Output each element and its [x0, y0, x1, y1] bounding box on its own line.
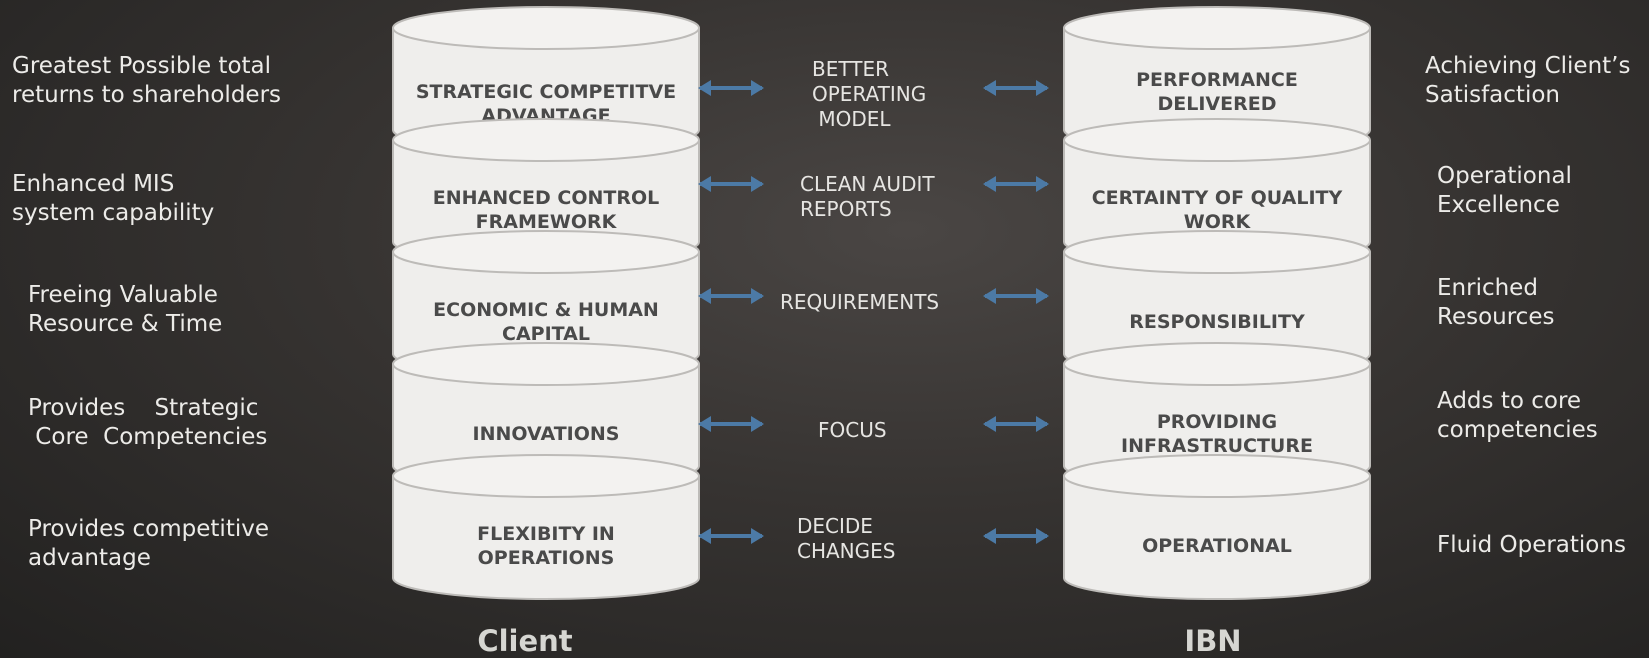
ibn-stack: PERFORMANCE DELIVERED CERTAINTY OF QUALI… — [1063, 6, 1371, 606]
ibn-layer-label: PERFORMANCE DELIVERED — [1136, 69, 1298, 115]
double-arrow-icon — [983, 528, 1049, 544]
client-footer-label: Client — [477, 624, 573, 658]
disk-shape — [1063, 6, 1371, 152]
right-note-4: Adds to core competencies — [1437, 388, 1598, 443]
right-note-3: Enriched Resources — [1437, 275, 1555, 330]
right-note-5: Fluid Operations — [1437, 532, 1626, 558]
double-arrow-icon — [698, 288, 764, 304]
double-arrow-icon — [983, 176, 1049, 192]
disk-shape — [1063, 342, 1371, 488]
middle-link-2: CLEAN AUDIT REPORTS — [800, 172, 935, 221]
left-note-2: Enhanced MIS system capability — [12, 171, 215, 226]
ibn-layer-label: OPERATIONAL — [1142, 535, 1292, 557]
client-layer-label: INNOVATIONS — [472, 423, 620, 445]
double-arrow-icon — [698, 176, 764, 192]
client-stack: STRATEGIC COMPETITVE ADVANTAGE ENHANCED … — [392, 6, 700, 606]
ibn-layer-5: OPERATIONAL — [1063, 454, 1371, 600]
ibn-layer-label: CERTAINTY OF QUALITY WORK — [1091, 187, 1343, 233]
client-layer-label: ENHANCED CONTROL FRAMEWORK — [432, 187, 660, 233]
client-layer-3: ECONOMIC & HUMAN CAPITAL — [392, 230, 700, 376]
ibn-footer-label: IBN — [1184, 624, 1242, 658]
double-arrow-icon — [698, 528, 764, 544]
double-arrow-icon — [983, 288, 1049, 304]
disk-shape — [392, 454, 700, 600]
right-note-2: Operational Excellence — [1437, 163, 1572, 218]
middle-link-4: FOCUS — [818, 418, 887, 442]
left-note-5: Provides competitive advantage — [28, 516, 269, 571]
double-arrow-icon — [983, 80, 1049, 96]
middle-link-5: DECIDE CHANGES — [797, 514, 896, 563]
double-arrow-icon — [698, 80, 764, 96]
double-arrow-icon — [698, 416, 764, 432]
disk-shape — [392, 230, 700, 376]
right-note-1: Achieving Client’s Satisfaction — [1425, 53, 1631, 108]
left-note-3: Freeing Valuable Resource & Time — [28, 282, 223, 337]
ibn-layer-label: PROVIDING INFRASTRUCTURE — [1121, 411, 1313, 457]
client-layer-4: INNOVATIONS — [392, 342, 700, 488]
middle-link-1: BETTER OPERATING MODEL — [812, 57, 927, 131]
ibn-layer-2: CERTAINTY OF QUALITY WORK — [1063, 118, 1371, 264]
disk-shape — [392, 6, 700, 152]
ibn-layer-label: RESPONSIBILITY — [1129, 311, 1305, 333]
client-layer-label: ECONOMIC & HUMAN CAPITAL — [433, 299, 659, 345]
disk-shape — [392, 342, 700, 488]
left-note-4: Provides Strategic Core Competencies — [28, 395, 268, 450]
middle-link-3: REQUIREMENTS — [780, 290, 940, 314]
disk-shape — [1063, 118, 1371, 264]
client-layer-5: FLEXIBITY IN OPERATIONS — [392, 454, 700, 600]
ibn-layer-4: PROVIDING INFRASTRUCTURE — [1063, 342, 1371, 488]
left-note-1: Greatest Possible total returns to share… — [12, 53, 282, 108]
disk-shape — [1063, 454, 1371, 600]
double-arrow-icon — [983, 416, 1049, 432]
ibn-layer-1: PERFORMANCE DELIVERED — [1063, 6, 1371, 152]
client-layer-label: FLEXIBITY IN OPERATIONS — [477, 523, 615, 569]
